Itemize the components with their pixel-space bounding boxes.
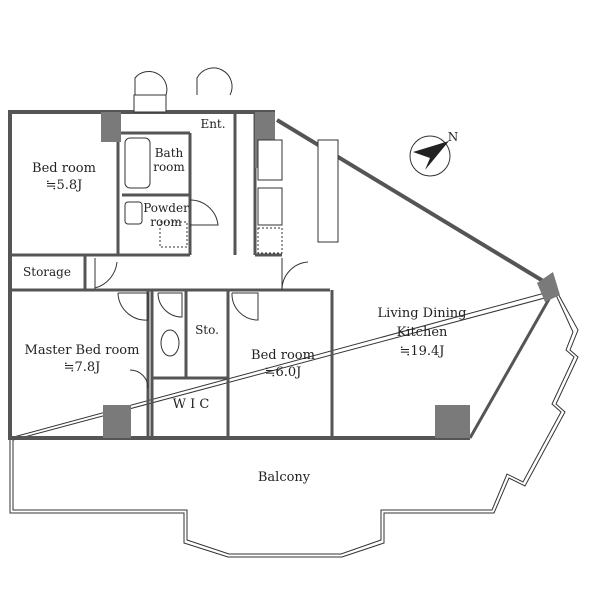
stove-icon xyxy=(257,139,283,181)
wic-label: W I C xyxy=(172,397,210,412)
storage-label: Storage xyxy=(23,265,71,279)
room-name: Bath xyxy=(154,146,184,160)
room-name: Powder xyxy=(143,201,189,215)
balcony-label: Balcony xyxy=(257,470,311,485)
shoe-box xyxy=(133,94,167,113)
room-name: Master Bed room xyxy=(24,343,140,358)
washer-space xyxy=(159,221,188,248)
bedroom1-label: Bed room ≒5.8J xyxy=(32,160,96,194)
ldk-window-wall xyxy=(468,291,555,439)
room-name-2: room xyxy=(153,160,185,174)
balcony-inner xyxy=(12,294,575,555)
room-name: Bed room xyxy=(251,348,315,363)
bathtub-icon xyxy=(124,137,151,189)
kitchen-sink-icon xyxy=(257,187,283,226)
fridge-space xyxy=(257,227,283,254)
room-name: Bed room xyxy=(32,161,96,176)
door-swings xyxy=(94,67,309,389)
balcony-outline xyxy=(9,289,579,558)
room-size: ≒7.8J xyxy=(63,360,101,375)
room-size: ≒6.0J xyxy=(264,365,302,380)
room-name-2: room xyxy=(150,215,182,229)
room-name: Living Dining xyxy=(377,306,467,321)
room-size: ≒5.8J xyxy=(45,178,83,193)
toilet-icon xyxy=(160,329,180,357)
sink-icon xyxy=(124,201,143,225)
bedroom2-label: Bed room ≒6.0J xyxy=(251,347,315,381)
compass-north-label: N xyxy=(447,130,459,144)
room-name-2: Kitchen xyxy=(396,325,448,340)
master-bedroom-label: Master Bed room ≒7.8J xyxy=(25,342,140,376)
sto-label: Sto. xyxy=(195,323,219,337)
room-size: ≒19.4J xyxy=(399,344,445,359)
entrance-label: Ent. xyxy=(200,117,226,131)
compass-icon xyxy=(409,135,451,177)
counter xyxy=(317,139,339,243)
